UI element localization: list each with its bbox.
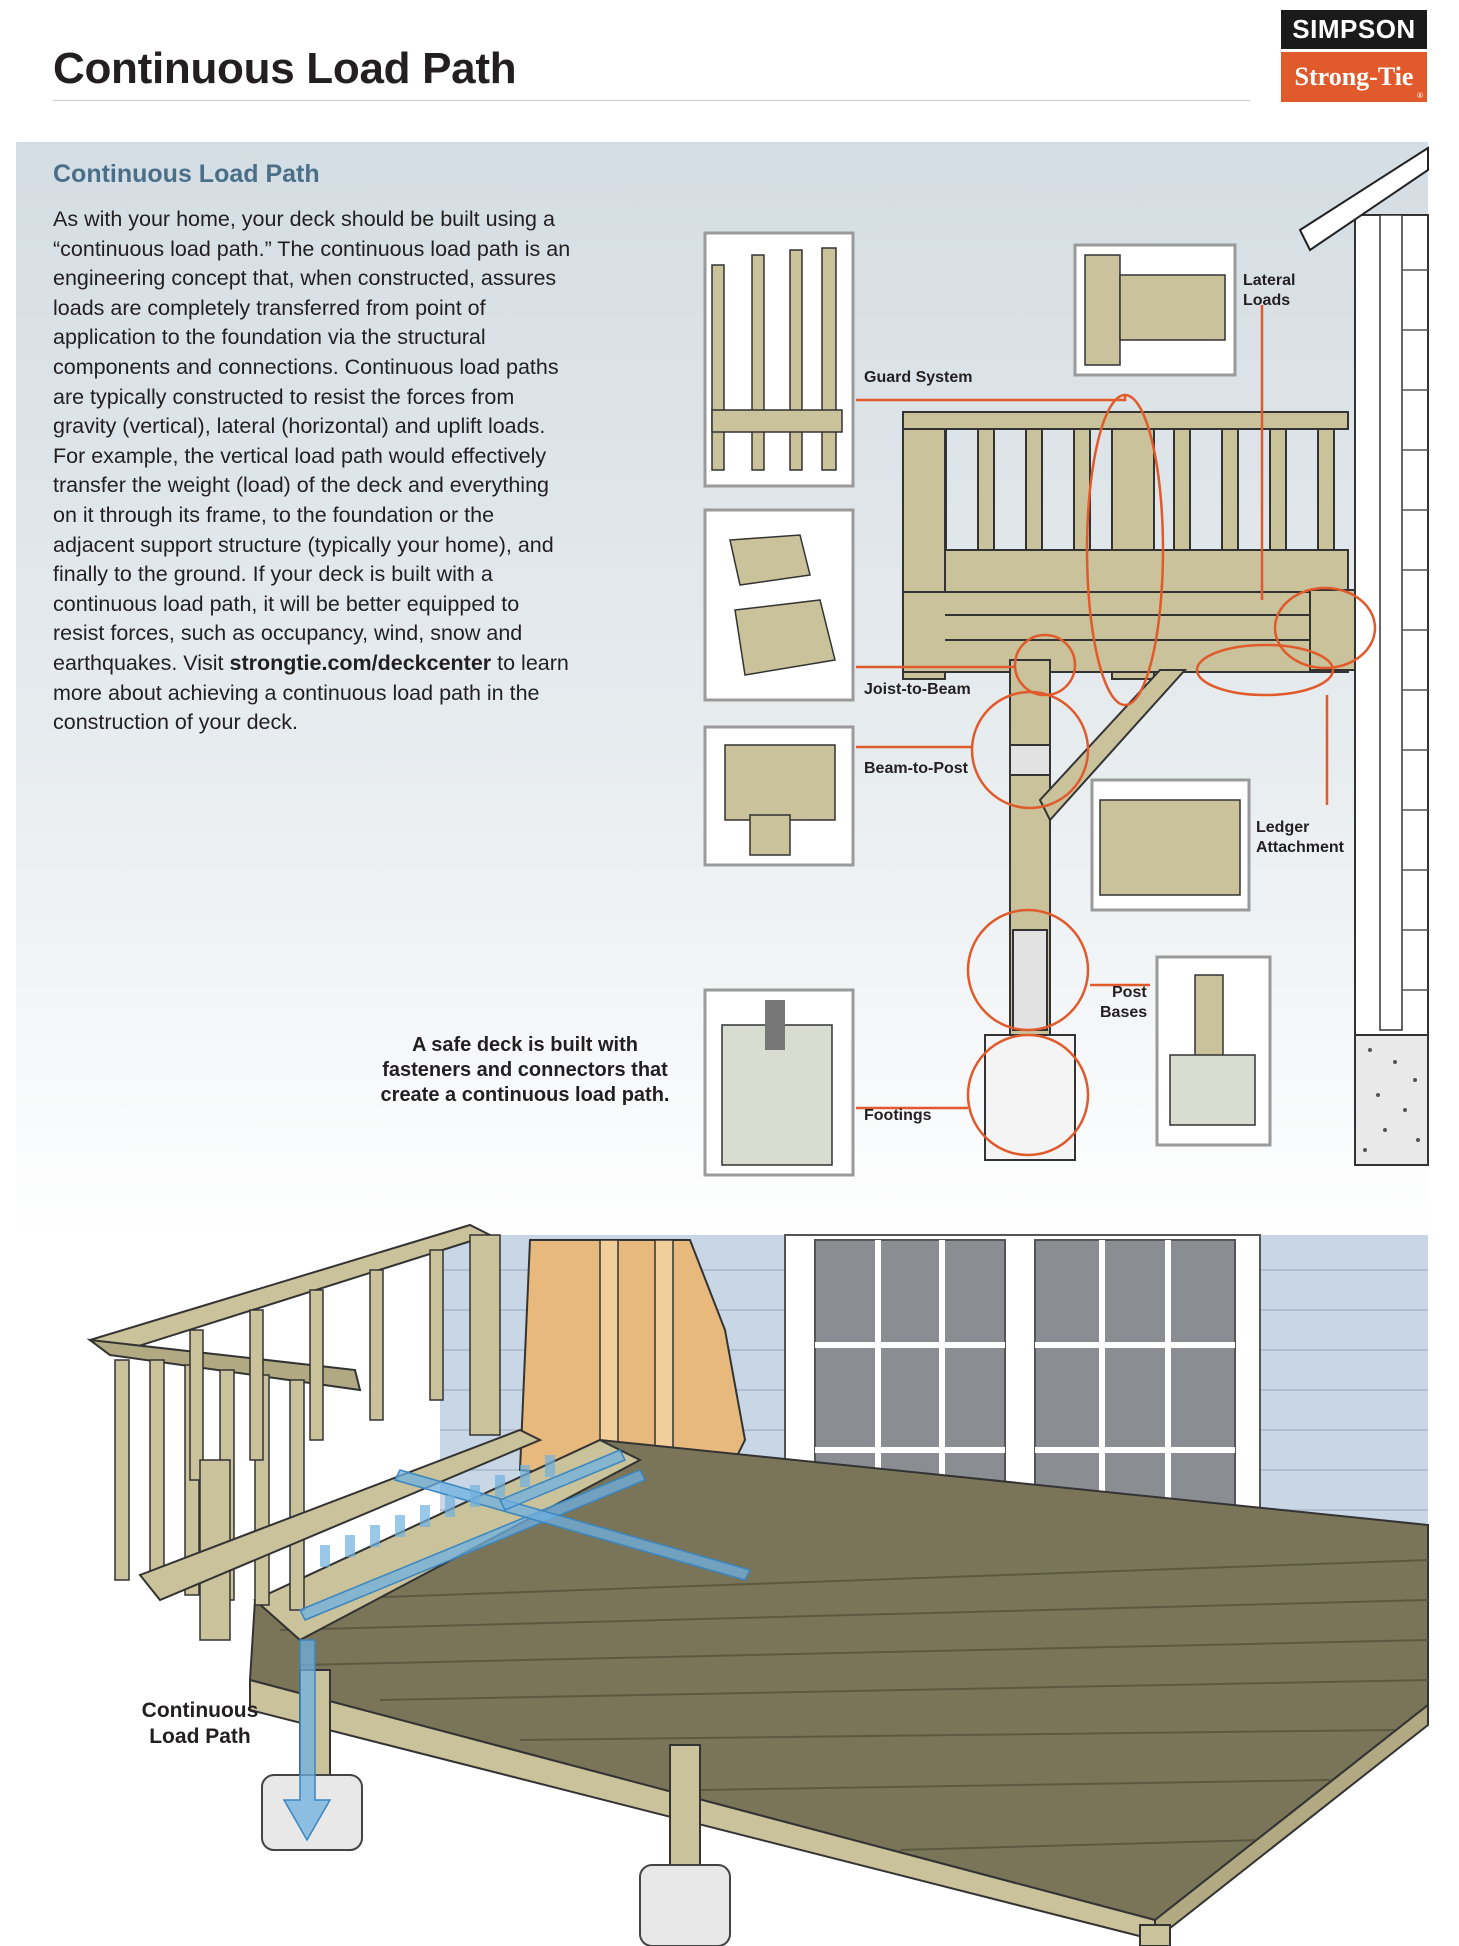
label-ledger-1: Ledger (1256, 819, 1309, 836)
safe-deck-caption: A safe deck is built with fasteners and … (380, 1034, 670, 1106)
callout-labels: Guard System Lateral Loads Joist-to-Beam… (864, 272, 1345, 1124)
paragraph-text-end: to learn more about achieving a continuo… (53, 650, 569, 735)
paragraph-text: As with your home, your deck should be b… (53, 207, 571, 675)
label-lateral-loads-1: Lateral (1243, 272, 1295, 289)
simpson-strong-tie-logo: SIMPSON Strong-Tie® (1281, 10, 1427, 102)
label-ledger-2: Attachment (1256, 839, 1345, 856)
page-title: Continuous Load Path (53, 44, 517, 93)
perspective-deck (86, 1223, 1429, 1946)
section-heading: Continuous Load Path (53, 160, 320, 188)
label-lateral-loads-2: Loads (1243, 292, 1290, 309)
label-guard-system: Guard System (864, 369, 972, 386)
logo-bottom-text: Strong-Tie® (1281, 52, 1427, 102)
intro-paragraph: As with your home, your deck should be b… (53, 205, 573, 738)
callout-markers (856, 305, 1377, 1157)
deckcenter-link[interactable]: strongtie.com/deckcenter (229, 650, 492, 675)
continuous-load-path-caption: Continuous Load Path (141, 1699, 259, 1748)
house-wall (1298, 146, 1429, 1166)
label-footings: Footings (864, 1107, 932, 1124)
deck-elevation (902, 411, 1356, 1161)
title-divider (53, 100, 1250, 101)
label-post-bases-2: Bases (1100, 1004, 1147, 1021)
label-joist-to-beam: Joist-to-Beam (864, 681, 971, 698)
label-post-bases-1: Post (1112, 984, 1147, 1001)
logo-top-text: SIMPSON (1281, 10, 1427, 49)
label-beam-to-post: Beam-to-Post (864, 760, 969, 777)
